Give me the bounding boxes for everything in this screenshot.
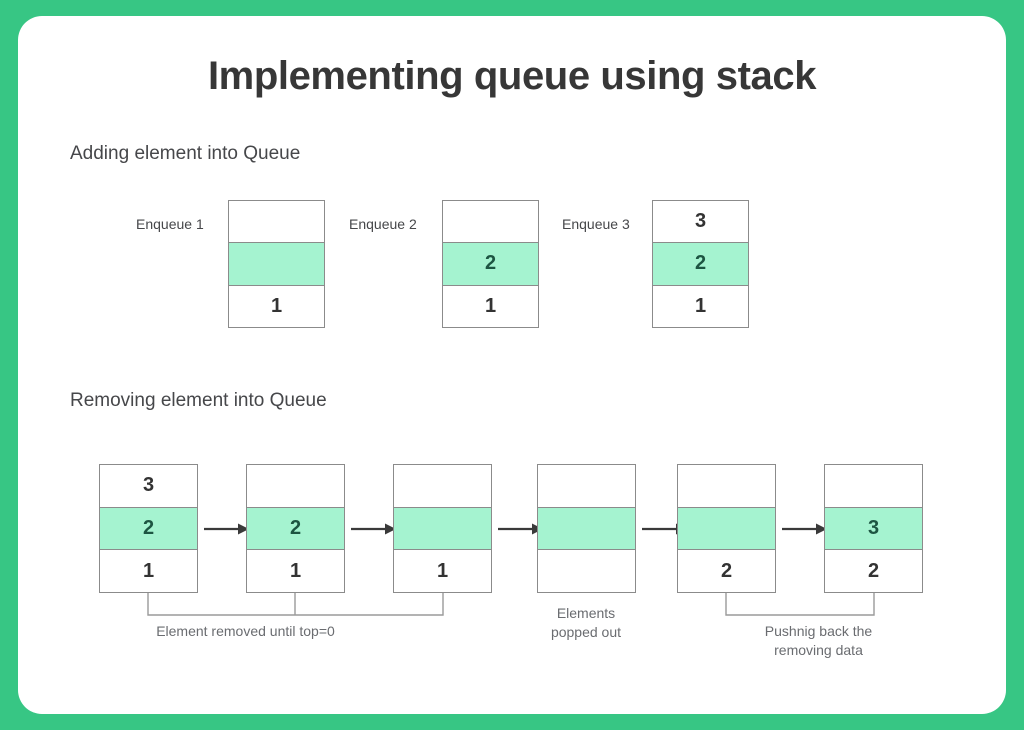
section-heading-adding: Adding element into Queue xyxy=(70,143,301,164)
caption-elements-popped: Elements popped out xyxy=(550,605,622,640)
section-heading-removing: Removing element into Queue xyxy=(70,390,327,411)
stack-cell: 3 xyxy=(653,201,748,244)
stack-cell: 1 xyxy=(443,285,538,327)
stack-cell xyxy=(247,465,344,508)
enqueue-stack-3: 3 2 1 xyxy=(652,200,749,328)
bracket-pushing-back xyxy=(716,593,886,625)
stack-cell: 2 xyxy=(653,243,748,286)
enqueue-label-1: Enqueue 1 xyxy=(136,216,204,232)
stack-cell xyxy=(825,465,922,508)
remove-stack-4 xyxy=(537,464,636,593)
stack-cell: 2 xyxy=(678,550,775,593)
remove-stack-1: 3 2 1 xyxy=(99,464,198,593)
page-title: Implementing queue using stack xyxy=(207,54,817,98)
remove-stack-6: 3 2 xyxy=(824,464,923,593)
stack-cell: 1 xyxy=(394,550,491,593)
stack-cell xyxy=(443,201,538,244)
remove-stack-3: 1 xyxy=(393,464,492,593)
stack-cell: 3 xyxy=(825,507,922,551)
stack-cell: 2 xyxy=(247,507,344,551)
stack-cell xyxy=(538,465,635,508)
remove-stack-2: 2 1 xyxy=(246,464,345,593)
stack-cell xyxy=(394,465,491,508)
arrow-right-icon xyxy=(782,522,828,536)
enqueue-stack-2: 2 1 xyxy=(442,200,539,328)
enqueue-label-3: Enqueue 3 xyxy=(562,216,630,232)
stack-cell: 1 xyxy=(229,285,324,327)
stack-cell: 2 xyxy=(825,550,922,593)
stack-cell xyxy=(394,507,491,551)
caption-element-removed: Element removed until top=0 xyxy=(156,623,335,639)
stack-cell xyxy=(538,550,635,593)
stack-cell xyxy=(538,507,635,551)
content-card: Implementing queue using stack Adding el… xyxy=(18,16,1006,714)
caption-pushing-back: Pushnig back the removing data xyxy=(764,623,873,658)
stack-cell xyxy=(678,465,775,508)
stack-cell: 3 xyxy=(100,465,197,508)
remove-stack-5: 2 xyxy=(677,464,776,593)
arrow-right-icon xyxy=(351,522,397,536)
stack-cell: 1 xyxy=(247,550,344,593)
diagram-stage: Implementing queue using stack Adding el… xyxy=(18,16,1006,714)
enqueue-label-2: Enqueue 2 xyxy=(349,216,417,232)
arrow-right-icon xyxy=(204,522,250,536)
bracket-element-removed xyxy=(138,593,453,625)
stack-cell xyxy=(229,201,324,244)
stack-cell xyxy=(229,243,324,286)
stack-cell xyxy=(678,507,775,551)
stack-cell: 1 xyxy=(653,285,748,327)
stack-cell: 2 xyxy=(443,243,538,286)
enqueue-stack-1: 1 xyxy=(228,200,325,328)
stack-cell: 2 xyxy=(100,507,197,551)
stack-cell: 1 xyxy=(100,550,197,593)
